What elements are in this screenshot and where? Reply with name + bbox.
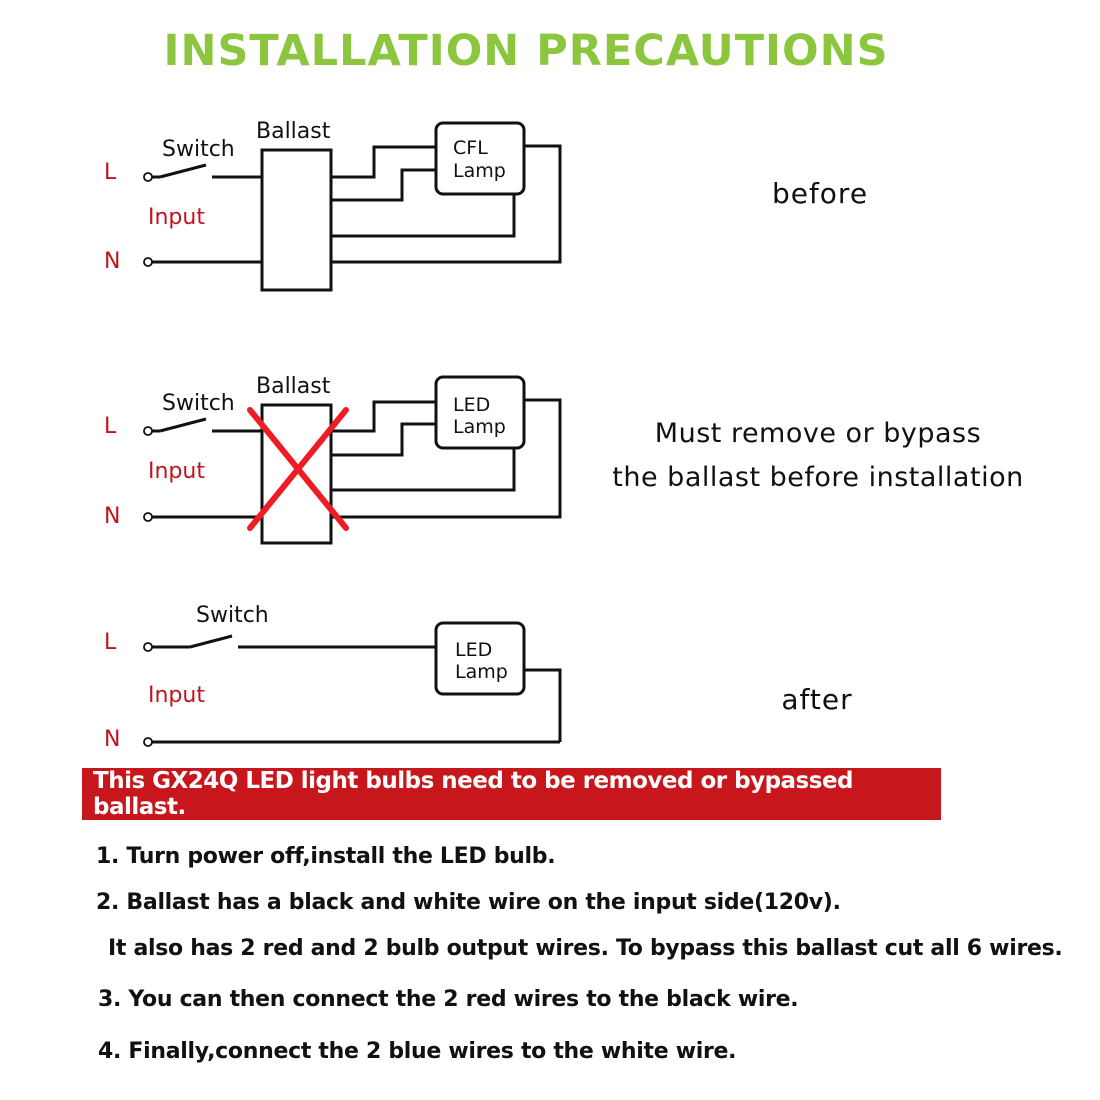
caption-before: before xyxy=(772,177,868,210)
step-4: 4. Finally,connect the 2 blue wires to t… xyxy=(98,1039,737,1064)
page-title: INSTALLATION PRECAUTIONS xyxy=(163,26,889,76)
input-label: Input xyxy=(148,459,205,484)
caption-remove-line2: the ballast before installation xyxy=(612,462,1023,493)
neutral-label: N xyxy=(104,504,120,529)
lamp-label-line2: Lamp xyxy=(455,661,508,683)
diagram-after: Switch L Input N LED Lamp after xyxy=(104,603,852,752)
warning-banner: This GX24Q LED light bulbs need to be re… xyxy=(82,768,941,820)
caption-remove-line1: Must remove or bypass xyxy=(655,418,981,449)
ballast-label: Ballast xyxy=(256,374,331,399)
diagram-remove-ballast: Switch Ballast L Input N LED Lamp Must r… xyxy=(104,374,1023,545)
switch-label: Switch xyxy=(196,603,269,628)
caption-after: after xyxy=(781,683,852,716)
lamp-label-line1: LED xyxy=(453,394,490,416)
ballast-label: Ballast xyxy=(256,119,331,144)
lamp-label-line2: Lamp xyxy=(453,160,506,182)
input-label: Input xyxy=(148,683,205,708)
input-label: Input xyxy=(148,205,205,230)
switch-label: Switch xyxy=(162,137,235,162)
cross-mark xyxy=(247,407,349,531)
lamp-label-line2: Lamp xyxy=(453,416,506,438)
line-label: L xyxy=(104,414,117,439)
neutral-label: N xyxy=(104,249,120,274)
line-label: L xyxy=(104,630,117,655)
step-3: 3. You can then connect the 2 red wires … xyxy=(98,987,799,1012)
lamp-label-line1: CFL xyxy=(453,137,488,159)
step-2-continued: It also has 2 red and 2 bulb output wire… xyxy=(108,936,1063,961)
wiring-diagrams: Switch Ballast L Input N CFL Lamp before xyxy=(104,119,1023,752)
line-label: L xyxy=(104,160,117,185)
switch-label: Switch xyxy=(162,391,235,416)
neutral-label: N xyxy=(104,727,120,752)
diagram-before: Switch Ballast L Input N CFL Lamp before xyxy=(104,119,868,292)
lamp-label-line1: LED xyxy=(455,639,492,661)
step-2: 2. Ballast has a black and white wire on… xyxy=(96,890,841,915)
step-1: 1. Turn power off,install the LED bulb. xyxy=(96,844,556,869)
